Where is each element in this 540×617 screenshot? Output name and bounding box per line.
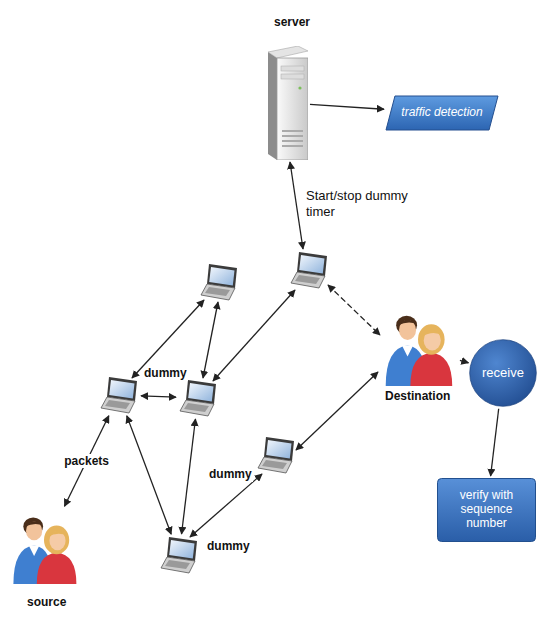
connector-arrow xyxy=(182,419,196,534)
laptop-icon xyxy=(258,437,294,473)
circle-outline xyxy=(470,340,537,407)
people-shape xyxy=(378,310,458,386)
network-link xyxy=(213,290,295,381)
connector-arrow xyxy=(491,409,499,476)
user-icon: Destination xyxy=(378,310,458,386)
server-icon xyxy=(268,46,308,160)
laptop-shape xyxy=(178,379,218,417)
node-label: dummy xyxy=(206,540,251,554)
node-text: traffic detection xyxy=(401,106,482,120)
edge-label: packets xyxy=(62,454,111,468)
node-text: receive xyxy=(482,366,524,381)
parallelogram-outline xyxy=(386,96,498,130)
connector-arrow xyxy=(141,396,176,397)
people-icon xyxy=(386,316,453,386)
node-label: Destination xyxy=(384,390,451,404)
user-icon: source xyxy=(8,508,80,588)
network-link xyxy=(296,372,378,450)
server-shape xyxy=(268,46,308,160)
people-shape xyxy=(8,508,80,588)
laptop-node: dummy xyxy=(99,376,139,414)
node-text: verify with sequence number xyxy=(437,489,536,530)
connector-arrow xyxy=(460,360,469,363)
node-label: dummy xyxy=(143,367,188,381)
connector-arrow xyxy=(310,104,384,109)
node-label: server xyxy=(273,16,311,30)
annotation-label: Start/stop dummy timer xyxy=(306,188,418,219)
laptop-icon xyxy=(161,537,197,573)
laptop-node: dummy xyxy=(178,379,218,417)
laptop-icon xyxy=(101,377,137,413)
laptop-node: dummy xyxy=(159,536,199,574)
laptop-icon xyxy=(291,252,327,288)
process-circle: receive xyxy=(469,339,537,407)
timer-link xyxy=(290,162,303,249)
network-link xyxy=(190,474,262,537)
laptop-icon xyxy=(180,380,216,416)
laptop-shape xyxy=(99,376,139,414)
laptop-shape xyxy=(159,536,199,574)
network-link xyxy=(203,302,218,378)
process-box: verify with sequence number xyxy=(437,478,536,542)
people-icon xyxy=(13,517,76,584)
node-label: dummy xyxy=(208,468,253,482)
node-label: source xyxy=(26,596,67,610)
connector-arrow xyxy=(127,416,171,534)
process-parallelogram: traffic detection xyxy=(386,96,498,130)
laptop-icon xyxy=(201,264,237,300)
server-icon: server xyxy=(268,46,308,160)
network-link xyxy=(328,285,380,335)
box-outline xyxy=(438,479,536,542)
connector-arrow xyxy=(64,416,108,506)
